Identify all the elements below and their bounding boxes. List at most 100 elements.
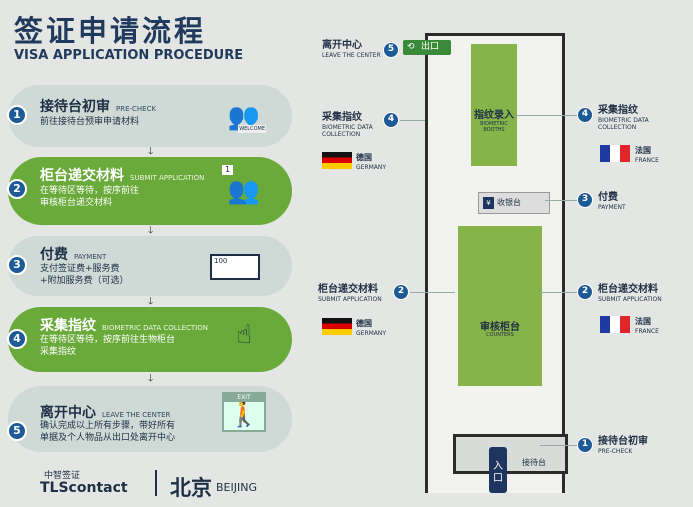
exit-sign-label: EXIT (224, 394, 264, 402)
step-number: 3 (7, 255, 27, 275)
callout-label-en: SUBMIT APPLICATION (598, 296, 662, 303)
step-title: 采集指纹 (40, 318, 96, 334)
leader-line (540, 445, 577, 446)
step-title: 柜台递交材料 (40, 168, 124, 184)
flow-arrow-icon: 🡓 (148, 373, 154, 384)
flag-label-cn: 德国 (356, 153, 372, 162)
leader-line (540, 292, 577, 293)
step-3: 3 付费 PAYMENT 支付签证费+服务费 +附加服务费（可选） 100 (7, 236, 292, 296)
leader-line (400, 120, 425, 121)
step-desc: 前往接待台预审申请材料 (40, 117, 140, 127)
callout-label: 采集指纹 (322, 112, 362, 123)
step-title: 接待台初审 (40, 99, 110, 115)
callout-number: 2 (577, 284, 593, 300)
floor-plan: 指纹录入 BIOMETRIC BOOTHS 收银台¥ 审核柜台 COUNTERS… (425, 33, 568, 493)
callout-number: 4 (577, 107, 593, 123)
flag-label: 德国 GERMANY (356, 318, 386, 337)
flag-label-en: FRANCE (635, 328, 659, 335)
step-number: 4 (7, 329, 27, 349)
counters-zone: 审核柜台 COUNTERS (458, 226, 542, 386)
callout-label: 付费 (598, 192, 618, 203)
exit-icon: ⟲ (407, 42, 415, 52)
callout-number: 4 (383, 112, 399, 128)
step-number: 1 (7, 105, 27, 125)
callout-label: 接待台初审 (598, 436, 648, 447)
counter-icon: 👥1 (222, 165, 266, 211)
callout-label-en: LEAVE THE CENTER (322, 52, 381, 59)
step-title-en: LEAVE THE CENTER (102, 411, 171, 419)
entrance-sign[interactable]: 入口 (489, 447, 507, 493)
callout-label: 离开中心 (322, 40, 362, 51)
step-1: 1 接待台初审 PRE-CHECK 前往接待台预审申请材料 👥WELCOME (7, 85, 292, 147)
flag-label-en: FRANCE (635, 157, 659, 164)
callout-label: 柜台递交材料 (598, 284, 658, 295)
callout-label-en: BIOMETRIC DATA COLLECTION (322, 124, 373, 138)
callout-label: 柜台递交材料 (318, 284, 378, 295)
step-title-en: PAYMENT (74, 253, 107, 261)
callout-label-en: SUBMIT APPLICATION (318, 296, 382, 303)
tlscontact-logo: TLScontact (40, 480, 128, 496)
step-title-en: PRE-CHECK (116, 105, 157, 113)
flag-label-cn: 德国 (356, 319, 372, 328)
banknote: 100 (210, 254, 260, 280)
biometric-zone-label-en: BIOMETRIC BOOTHS (480, 121, 508, 133)
welcome-sign: WELCOME (238, 125, 266, 133)
cashier-label: 收银台 (497, 198, 521, 207)
reception-area: 接待台 (453, 434, 568, 474)
flag-label-cn: 法国 (635, 317, 651, 326)
germany-flag-icon (322, 318, 352, 335)
callout-label-en: PRE-CHECK (598, 448, 633, 455)
counters-label-en: COUNTERS (486, 332, 514, 338)
fingerprint-icon: ☝ (236, 320, 252, 350)
payment-cards-icon: 100 (210, 246, 266, 286)
counters-label: 审核柜台 (480, 322, 520, 333)
queue-number: 1 (222, 165, 234, 175)
flag-label-cn: 法国 (635, 146, 651, 155)
reception-desk-icon: 👥WELCOME (227, 102, 266, 133)
city-cn: 北京 (170, 476, 212, 500)
callout-number: 3 (577, 192, 593, 208)
leader-line (545, 200, 577, 201)
step-number: 5 (7, 421, 27, 441)
flag-label: 法国 FRANCE (635, 316, 659, 335)
callout-label-en: BIOMETRIC DATA COLLECTION (598, 117, 649, 131)
flow-arrow-icon: 🡓 (148, 225, 154, 236)
callout-label: 采集指纹 (598, 105, 638, 116)
biometric-zone: 指纹录入 BIOMETRIC BOOTHS (471, 44, 517, 166)
step-title-en: SUBMIT APPLICATION (130, 174, 205, 182)
exit-sign[interactable]: 出口 ⟲ (403, 40, 451, 55)
callout-number: 5 (383, 42, 399, 58)
page-subtitle: VISA APPLICATION PROCEDURE (14, 48, 244, 63)
flag-label-en: GERMANY (356, 330, 387, 337)
leader-line (410, 292, 455, 293)
flow-arrow-icon: 🡓 (148, 146, 154, 157)
flag-label: 法国 FRANCE (635, 145, 659, 164)
logo-cn: 中智签证 (44, 471, 81, 481)
exit-door-icon: EXIT🚶 (222, 392, 266, 432)
step-title-en: BIOMETRIC DATA COLLECTION (102, 324, 209, 332)
france-flag-icon (600, 316, 630, 333)
callout-number: 1 (577, 437, 593, 453)
step-desc: 在等待区等待，按序前往 审核柜台递交材料 (40, 186, 140, 208)
step-desc: 在等待区等待，按序前往生物柜台 采集指纹 (40, 335, 176, 357)
page-title: 签证申请流程 (14, 14, 207, 48)
exit-label: 出口 (421, 42, 440, 52)
leader-line (515, 115, 577, 116)
france-flag-icon (600, 145, 630, 162)
cashier-desk: 收银台¥ (478, 192, 550, 214)
step-title: 离开中心 (40, 405, 96, 421)
step-desc: 支付签证费+服务费 +附加服务费（可选） (40, 264, 129, 286)
flow-arrow-icon: 🡓 (148, 296, 154, 307)
callout-number: 2 (393, 284, 409, 300)
step-title: 付费 (40, 247, 68, 263)
step-4: 4 采集指纹 BIOMETRIC DATA COLLECTION 在等待区等待，按… (7, 307, 292, 372)
biometric-zone-label: 指纹录入 (474, 110, 514, 121)
